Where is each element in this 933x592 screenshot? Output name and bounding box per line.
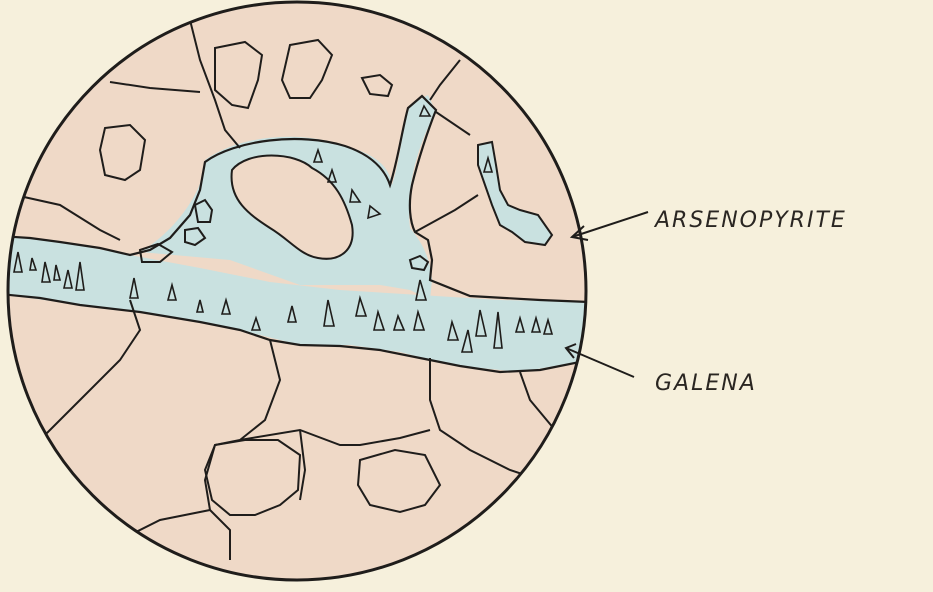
galena-label: GALENA (655, 371, 757, 396)
arsenopyrite-label: ARSENOPYRITE (653, 208, 847, 233)
arsenopyrite-leader (572, 212, 648, 240)
